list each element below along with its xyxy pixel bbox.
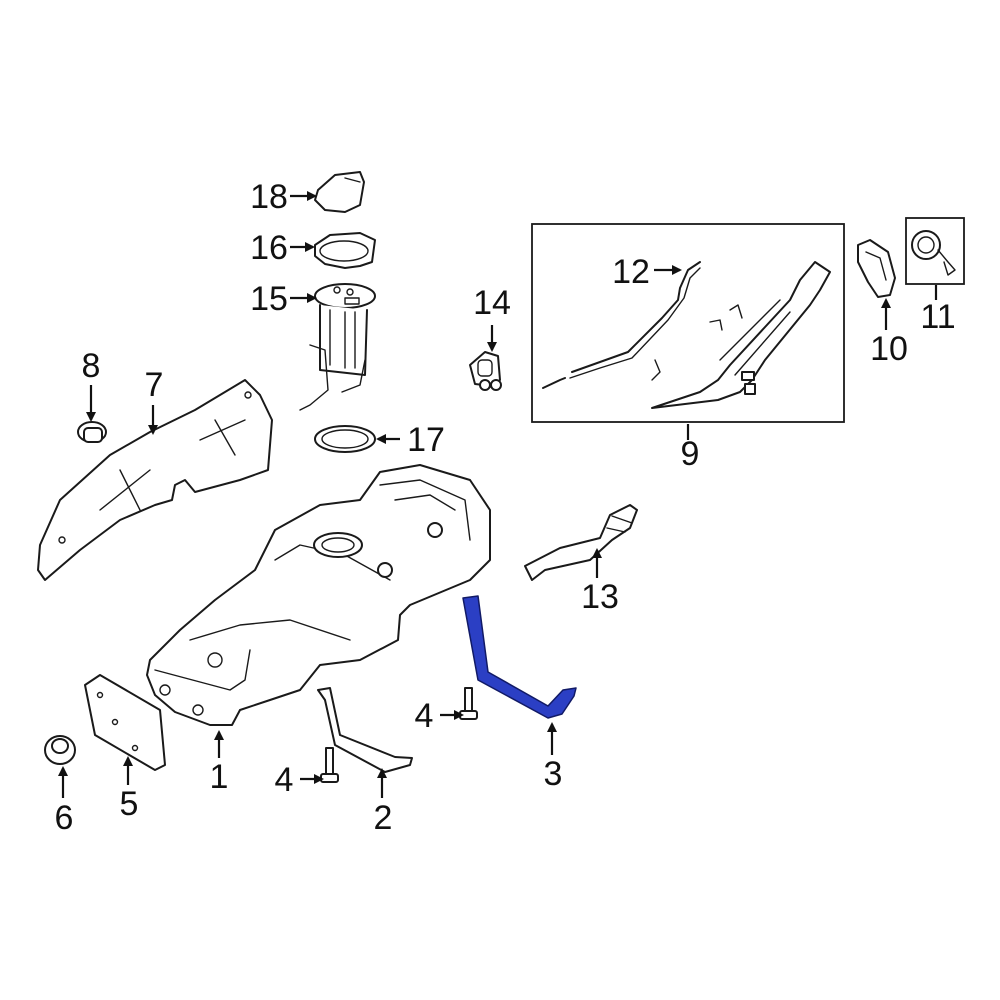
fuel-pump-part-15[interactable]: [299, 283, 376, 411]
pump-cover-part-18[interactable]: [314, 171, 365, 213]
fuel-cap-part-11[interactable]: [905, 217, 965, 285]
callout-5: 5: [120, 785, 139, 823]
shield-plate-part-5[interactable]: [84, 674, 166, 771]
callout-16: 16: [250, 229, 288, 267]
callout-labels: 1 2 3 4 4 5 6 7 8 9 10 11 12 13 14 15 16…: [55, 178, 956, 837]
callout-6: 6: [55, 799, 74, 837]
callout-11: 11: [920, 298, 955, 336]
filler-gasket-part-10[interactable]: [857, 239, 896, 298]
lock-ring-part-16[interactable]: [314, 232, 376, 269]
callout-18: 18: [250, 178, 288, 216]
strap-part-3-highlighted[interactable]: [462, 595, 577, 719]
callout-1: 1: [210, 758, 229, 796]
hose-part-13[interactable]: [524, 504, 638, 581]
callout-4a: 4: [275, 761, 294, 799]
callout-8: 8: [82, 347, 101, 385]
gasket-part-17[interactable]: [314, 425, 376, 453]
fuel-tank-part[interactable]: [146, 464, 491, 726]
filler-pipe-assembly-part-9[interactable]: [531, 223, 845, 423]
grommet-part-8[interactable]: [77, 421, 107, 443]
bolt-part-4b[interactable]: [459, 687, 478, 720]
callout-3: 3: [544, 755, 563, 793]
bolt-part-4a[interactable]: [320, 747, 339, 783]
strap-part-2[interactable]: [317, 687, 413, 773]
callout-13: 13: [581, 578, 619, 616]
callout-17: 17: [407, 421, 445, 459]
callout-12: 12: [612, 253, 650, 291]
callout-arrows: [58, 191, 938, 798]
callout-2: 2: [374, 799, 393, 837]
callout-15: 15: [250, 280, 288, 318]
callout-10: 10: [870, 330, 908, 368]
callout-4b: 4: [415, 697, 434, 735]
callout-9: 9: [681, 435, 700, 473]
clamp-part-14[interactable]: [469, 351, 502, 391]
callout-7: 7: [145, 366, 164, 404]
heat-shield-part[interactable]: [37, 379, 273, 581]
callout-14: 14: [473, 284, 511, 322]
nut-part-6[interactable]: [44, 735, 76, 765]
